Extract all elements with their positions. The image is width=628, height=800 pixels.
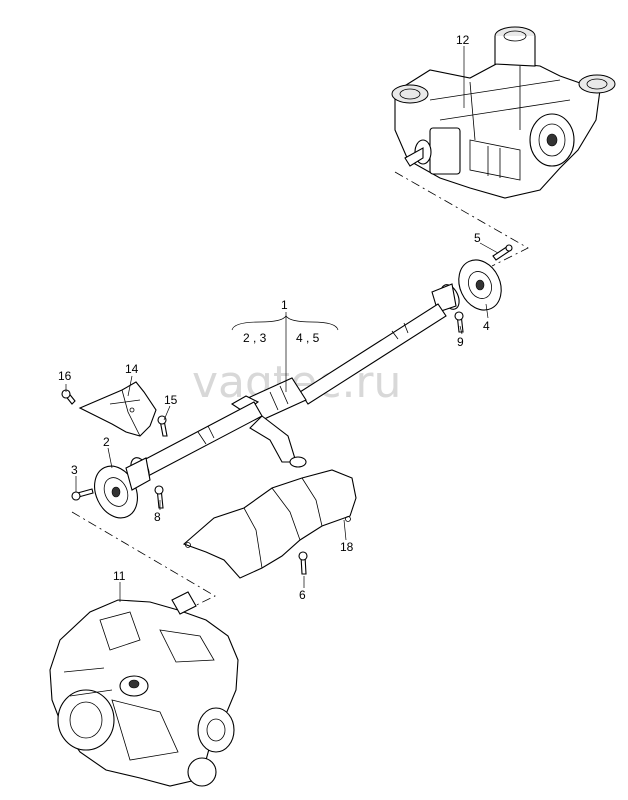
bolt-9 <box>454 311 464 333</box>
callout-2: 2 <box>103 435 110 449</box>
callout-14: 14 <box>125 362 139 376</box>
callout-18: 18 <box>340 540 354 554</box>
callout-11: 11 <box>113 569 126 583</box>
callout-1: 1 <box>281 298 288 312</box>
callout-16: 16 <box>58 369 72 383</box>
callout-8: 8 <box>154 510 161 524</box>
callout-sub-right: 4 , 5 <box>296 331 320 345</box>
callout-3: 3 <box>71 463 78 477</box>
callout-labels: 1 2 , 3 4 , 5 2 3 4 5 6 8 9 11 12 14 15 … <box>58 33 490 602</box>
transfer-case <box>49 591 239 787</box>
rear-flex-disc <box>431 259 502 313</box>
callout-9: 9 <box>457 335 464 349</box>
bolt-3 <box>71 488 94 501</box>
callout-sub-left: 2 , 3 <box>243 331 267 345</box>
propeller-shaft <box>139 303 447 477</box>
callout-12: 12 <box>456 33 470 47</box>
heat-shield-18 <box>182 469 357 579</box>
bolt-16 <box>61 389 76 405</box>
callout-6: 6 <box>299 588 306 602</box>
callout-leaders <box>65 46 499 602</box>
bolt-15 <box>157 415 168 437</box>
callout-15: 15 <box>164 393 178 407</box>
callout-4: 4 <box>483 319 490 333</box>
bolt-6 <box>298 551 308 575</box>
bolt-8 <box>154 485 164 509</box>
rear-final-drive <box>391 26 616 199</box>
callout-5: 5 <box>474 231 481 245</box>
front-flex-disc <box>94 457 151 519</box>
heat-shield-14 <box>78 381 157 437</box>
bolt-5 <box>492 244 513 261</box>
